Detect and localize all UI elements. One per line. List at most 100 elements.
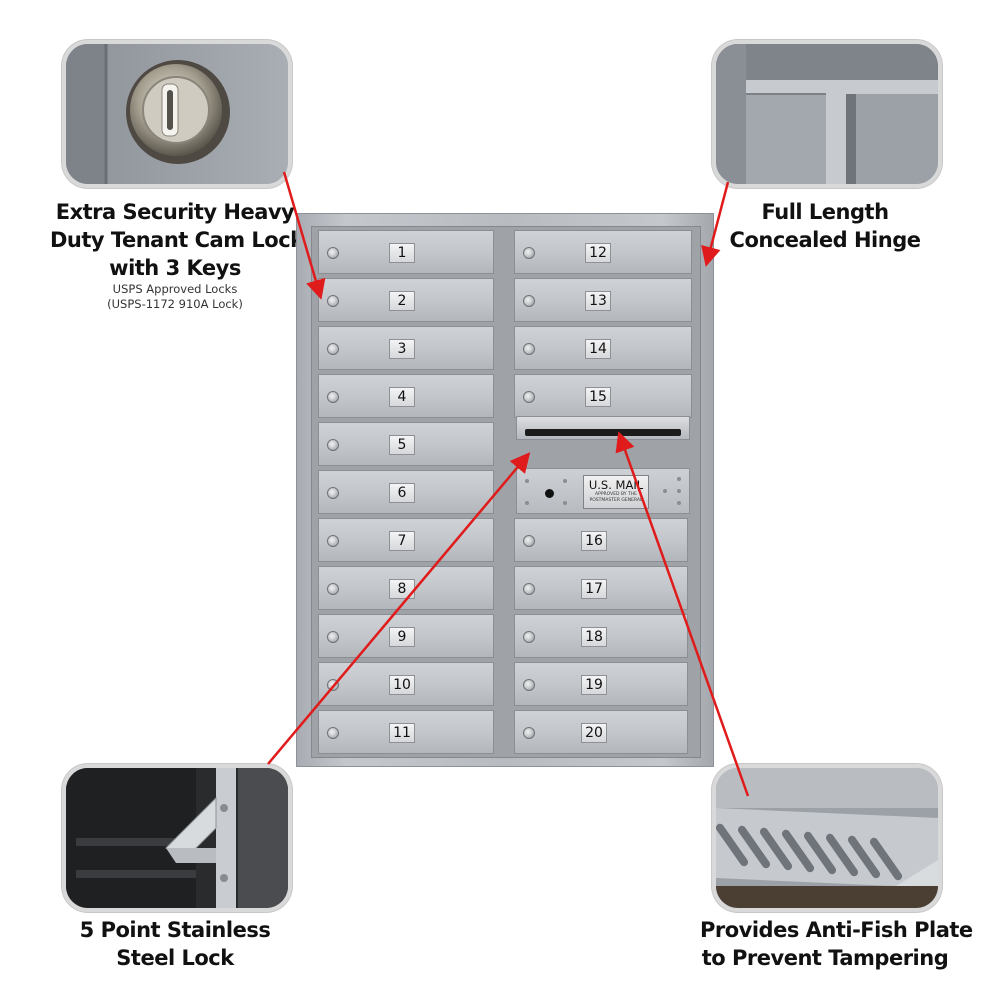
latch-icon: [66, 768, 288, 908]
door-number-plate: 10: [389, 675, 415, 695]
door-number-plate: 14: [585, 339, 611, 359]
door-lock-icon[interactable]: [327, 727, 339, 739]
door-number-plate: 2: [389, 291, 415, 311]
door-number-plate: 9: [389, 627, 415, 647]
door-lock-icon[interactable]: [523, 343, 535, 355]
door-lock-icon[interactable]: [523, 679, 535, 691]
tenant-door-9[interactable]: 9: [318, 614, 494, 658]
hinge-caption: Full Length Concealed Hinge: [725, 198, 925, 254]
tenant-door-14[interactable]: 14: [514, 326, 692, 370]
door-lock-icon[interactable]: [327, 583, 339, 595]
door-lock-icon[interactable]: [523, 583, 535, 595]
tenant-door-8[interactable]: 8: [318, 566, 494, 610]
tenant-door-4[interactable]: 4: [318, 374, 494, 418]
tenant-door-20[interactable]: 20: [514, 710, 688, 754]
us-mail-subtitle-line-2: POSTMASTER GENERAL: [589, 498, 643, 503]
door-number-plate: 7: [389, 531, 415, 551]
anti-fish-caption-line-1: Provides Anti-Fish Plate: [700, 918, 973, 942]
tenant-door-18[interactable]: 18: [514, 614, 688, 658]
door-number-plate: 18: [581, 627, 607, 647]
door-lock-icon[interactable]: [327, 247, 339, 259]
outgoing-mail-compartment: U.S. MAIL APPROVED BY THE POSTMASTER GEN…: [516, 468, 690, 514]
door-number-plate: 6: [389, 483, 415, 503]
stainless-lock-caption-line-1: 5 Point Stainless: [79, 918, 271, 942]
door-lock-icon[interactable]: [523, 727, 535, 739]
rivet: [525, 501, 529, 505]
door-number-plate: 8: [389, 579, 415, 599]
door-lock-icon[interactable]: [523, 247, 535, 259]
door-number-plate: 19: [581, 675, 607, 695]
door-lock-icon[interactable]: [327, 295, 339, 307]
cam-lock-note-line-1: USPS Approved Locks: [112, 282, 238, 296]
cam-lock-note: USPS Approved Locks (USPS-1172 910A Lock…: [75, 282, 275, 312]
door-lock-icon[interactable]: [523, 631, 535, 643]
door-number-plate: 1: [389, 243, 415, 263]
tenant-door-11[interactable]: 11: [318, 710, 494, 754]
us-mail-subtitle-line-1: APPROVED BY THE: [595, 492, 637, 497]
cam-lock-icon: [66, 44, 288, 184]
hinge-caption-line-1: Full Length: [761, 200, 889, 224]
tenant-door-3[interactable]: 3: [318, 326, 494, 370]
cam-lock-note-line-2: (USPS-1172 910A Lock): [107, 297, 243, 311]
rivet: [677, 489, 681, 493]
cam-lock-caption-line-3: with 3 Keys: [109, 256, 241, 280]
door-number-plate: 11: [389, 723, 415, 743]
door-lock-icon[interactable]: [327, 391, 339, 403]
rivet: [677, 477, 681, 481]
rivet: [563, 501, 567, 505]
outgoing-keyhole-icon: [545, 489, 554, 498]
us-mail-title: U.S. MAIL: [588, 478, 644, 492]
tenant-door-10[interactable]: 10: [318, 662, 494, 706]
us-mail-plate: U.S. MAIL APPROVED BY THE POSTMASTER GEN…: [583, 475, 649, 509]
door-number-plate: 15: [585, 387, 611, 407]
door-lock-icon[interactable]: [327, 631, 339, 643]
rivet: [663, 489, 667, 493]
tenant-door-7[interactable]: 7: [318, 518, 494, 562]
door-number-plate: 12: [585, 243, 611, 263]
tenant-door-13[interactable]: 13: [514, 278, 692, 322]
door-lock-icon[interactable]: [523, 535, 535, 547]
anti-fish-caption: Provides Anti-Fish Plate to Prevent Tamp…: [700, 916, 973, 972]
door-number-plate: 20: [581, 723, 607, 743]
door-lock-icon[interactable]: [327, 535, 339, 547]
door-lock-icon[interactable]: [523, 391, 535, 403]
slot-engraving: [557, 419, 647, 425]
door-lock-icon[interactable]: [523, 295, 535, 307]
stainless-lock-caption-line-2: Steel Lock: [116, 946, 234, 970]
cam-lock-caption-line-2: Duty Tenant Cam Lock: [50, 228, 304, 252]
stainless-lock-caption: 5 Point Stainless Steel Lock: [60, 916, 290, 972]
door-number-plate: 13: [585, 291, 611, 311]
outgoing-mail-slot: [516, 416, 690, 440]
anti-fish-caption-line-2: to Prevent Tampering: [701, 946, 949, 970]
door-lock-icon[interactable]: [327, 487, 339, 499]
door-number-plate: 4: [389, 387, 415, 407]
cam-lock-caption-line-1: Extra Security Heavy: [55, 200, 295, 224]
tenant-door-17[interactable]: 17: [514, 566, 688, 610]
door-number-plate: 3: [389, 339, 415, 359]
rivet: [677, 501, 681, 505]
cam-lock-closeup-photo: [62, 40, 292, 188]
cam-lock-caption: Extra Security Heavy Duty Tenant Cam Loc…: [50, 198, 304, 282]
slot-opening: [525, 429, 681, 436]
five-point-lock-closeup-photo: [62, 764, 292, 912]
hinge-caption-line-2: Concealed Hinge: [729, 228, 921, 252]
rivet: [525, 479, 529, 483]
tenant-door-15[interactable]: 15: [514, 374, 692, 418]
door-number-plate: 16: [581, 531, 607, 551]
door-lock-icon[interactable]: [327, 679, 339, 691]
anti-fish-plate-icon: [716, 768, 938, 908]
concealed-hinge-closeup-photo: [712, 40, 942, 188]
tenant-door-1[interactable]: 1: [318, 230, 494, 274]
door-number-plate: 17: [581, 579, 607, 599]
door-lock-icon[interactable]: [327, 439, 339, 451]
door-lock-icon[interactable]: [327, 343, 339, 355]
anti-fish-plate-closeup-photo: [712, 764, 942, 912]
tenant-door-5[interactable]: 5: [318, 422, 494, 466]
tenant-door-19[interactable]: 19: [514, 662, 688, 706]
tenant-door-6[interactable]: 6: [318, 470, 494, 514]
tenant-door-2[interactable]: 2: [318, 278, 494, 322]
tenant-door-16[interactable]: 16: [514, 518, 688, 562]
tenant-door-12[interactable]: 12: [514, 230, 692, 274]
rivet: [563, 479, 567, 483]
door-number-plate: 5: [389, 435, 415, 455]
